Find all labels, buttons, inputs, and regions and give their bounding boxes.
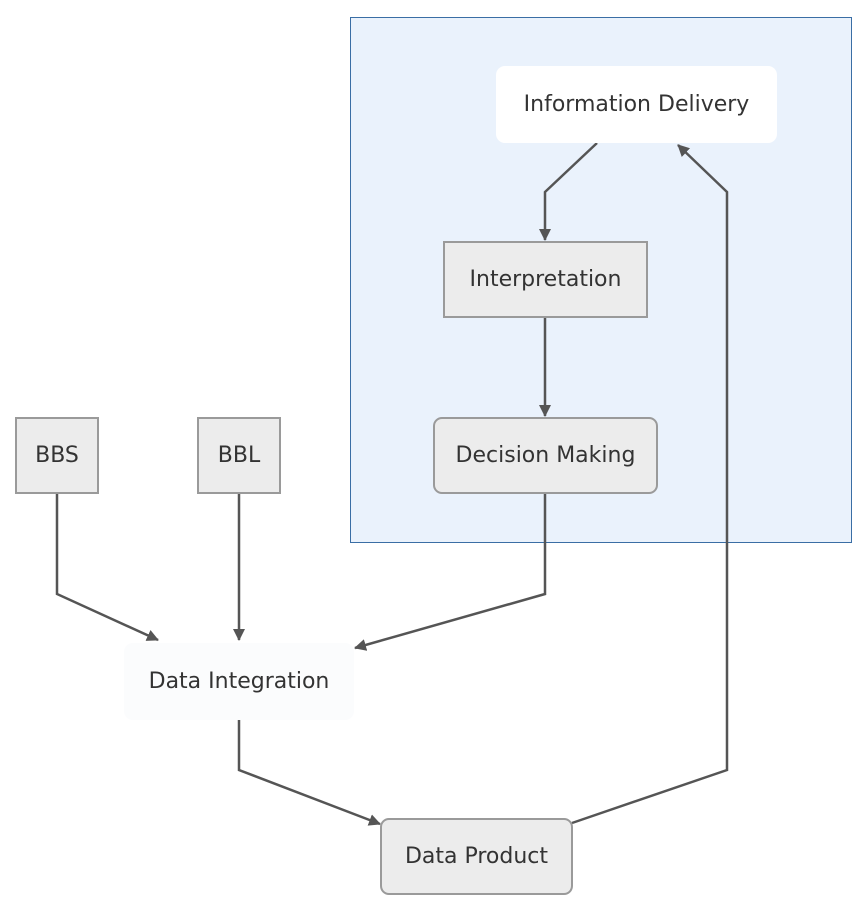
node-information-delivery: Information Delivery [496,66,777,143]
node-bbs-label: BBS [35,443,79,468]
node-information-delivery-label: Information Delivery [523,92,750,117]
node-interpretation-label: Interpretation [469,267,622,292]
node-data-product-label: Data Product [404,844,549,869]
node-bbl-label: BBL [217,443,261,468]
node-bbl: BBL [197,417,281,494]
node-data-integration: Data Integration [124,643,354,720]
node-bbs: BBS [15,417,99,494]
edge-decision-making-to-data-integration [354,493,547,651]
edge-data-integration-to-data-product [237,720,381,826]
edge-info-delivery-to-interpretation [539,142,598,241]
node-data-product: Data Product [380,818,573,895]
node-data-integration-label: Data Integration [148,669,330,694]
node-decision-making: Decision Making [433,417,658,494]
edge-data-product-to-info-delivery [571,144,729,825]
edge-bbs-to-data-integration [55,494,159,642]
node-decision-making-label: Decision Making [455,443,636,468]
node-interpretation: Interpretation [443,241,648,318]
